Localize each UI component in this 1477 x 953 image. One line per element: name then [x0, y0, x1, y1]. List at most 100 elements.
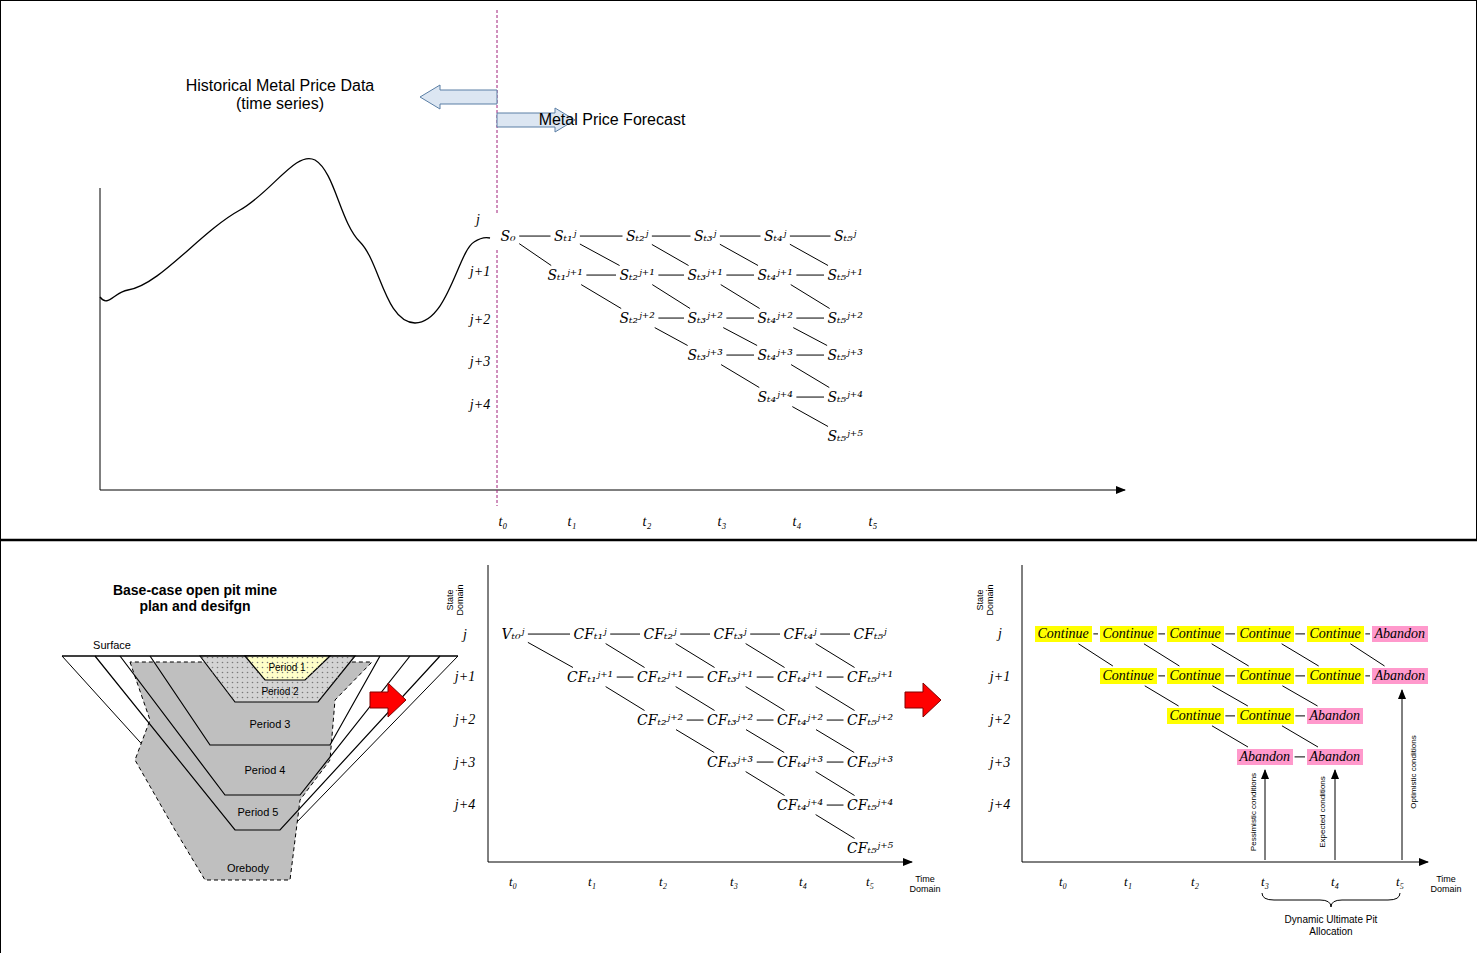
lattice-link [1282, 686, 1317, 706]
decision-box: Continue [1100, 626, 1157, 643]
lattice-link [791, 285, 830, 309]
decision-box: Continue [1237, 626, 1294, 643]
lattice-link [796, 275, 824, 276]
pit-shell [120, 656, 410, 795]
node-text: CFₜ₄ʲ⁺³ [777, 754, 823, 770]
pit-label: Period 5 [238, 806, 279, 819]
scenario-arrow [1335, 770, 1336, 860]
node-text: CFₜ₁ʲ⁺¹ [567, 669, 613, 685]
lattice-link [827, 762, 844, 763]
node-text: CFₜ₅ʲ⁺⁵ [847, 840, 893, 856]
decision-box: Abandon [1372, 668, 1429, 685]
node-text: Sₜ₁ʲ [554, 228, 576, 244]
state-label: j+1 [470, 264, 490, 280]
node-text: Abandon [1375, 668, 1426, 685]
scenario-label: Expected conditions [1318, 776, 1327, 848]
history-arrow [420, 85, 497, 109]
node-text: Sₜ₃ʲ⁺³ [688, 347, 723, 363]
node-text: Continue [1240, 626, 1291, 643]
node-text: Vₜ₀ʲ [502, 626, 525, 642]
lattice-link [580, 236, 623, 237]
lattice-link [726, 355, 754, 356]
node-text: CFₜ₁ʲ [574, 626, 607, 642]
pit-shell [245, 656, 330, 680]
lattice-link [610, 634, 640, 635]
cashflow-node: CFₜ₂ʲ⁺² [635, 712, 685, 728]
node-text: CFₜ₃ʲ⁺¹ [707, 669, 753, 685]
lattice-link [816, 772, 855, 796]
cashflow-node: CFₜ₄ʲ⁺¹ [775, 669, 825, 685]
price-history-curve [100, 158, 490, 323]
cashflow-node: CFₜ₁ʲ [572, 626, 609, 642]
bracket [1262, 893, 1400, 907]
state-label: j+4 [455, 797, 475, 813]
lattice-link [790, 236, 831, 237]
price-node: Sₜ₅ʲ [832, 228, 858, 244]
state-label: j [476, 212, 480, 228]
time-label: t₂ [643, 514, 652, 530]
pit-shell [200, 656, 355, 702]
state-label: j+3 [455, 755, 475, 771]
state-label: j [463, 627, 467, 643]
price-node: Sₜ₄ʲ [762, 228, 788, 244]
lattice-link [1365, 675, 1370, 676]
time-label: t₄ [1331, 875, 1339, 890]
pit-label: Period 3 [250, 718, 291, 731]
lattice-link [1225, 715, 1235, 716]
pit-label: Period 1 [268, 662, 305, 674]
cashflow-node: CFₜ₄ʲ⁺³ [775, 754, 825, 770]
lattice-link [1144, 644, 1179, 666]
node-text: CFₜ₂ʲ [644, 626, 677, 642]
lattice-link [580, 244, 620, 266]
node-text: CFₜ₄ʲ⁺⁴ [777, 797, 823, 813]
lattice-link [676, 730, 714, 753]
decision-box: Continue [1167, 626, 1224, 643]
node-text: Sₜ₅ʲ⁺⁴ [828, 389, 863, 405]
node-text: Sₜ₅ʲ⁺³ [828, 347, 863, 363]
cashflow-node: Vₜ₀ʲ [500, 626, 527, 642]
scenario-label: Optimistic conditions [1409, 735, 1418, 808]
lattice-link [655, 328, 688, 346]
node-text: Sₜ₅ʲ⁺² [828, 310, 863, 326]
node-text: CFₜ₅ʲ [854, 626, 887, 642]
state-label: j+1 [990, 669, 1010, 685]
node-text: Continue [1240, 668, 1291, 685]
lattice-link [1225, 675, 1235, 676]
time-label: t₁ [568, 514, 577, 530]
decision-box: Continue [1167, 668, 1224, 685]
time-label: t₃ [718, 514, 727, 530]
lattice-link [790, 244, 828, 265]
cashflow-node: CFₜ₅ʲ⁺⁴ [845, 797, 895, 813]
state-label: j+2 [455, 712, 475, 728]
lattice-link [726, 275, 754, 276]
time-label: t₄ [799, 875, 807, 890]
lattice-link [1212, 644, 1249, 666]
node-text: Abandon [1375, 626, 1426, 643]
node-text: Sₜ₄ʲ⁺³ [758, 347, 793, 363]
lattice-link [1295, 675, 1305, 676]
decision-box: Continue [1167, 708, 1224, 725]
decision-box: Continue [1237, 708, 1294, 725]
node-text: Sₜ₂ʲ⁺¹ [620, 267, 655, 283]
cashflow-node: CFₜ₄ʲ⁺⁴ [775, 797, 825, 813]
lattice-link [1282, 726, 1318, 747]
lattice-link [606, 644, 645, 668]
decision-box: Continue [1237, 668, 1294, 685]
axis-title: Metal Price Forecast [539, 111, 686, 129]
lattice-link [1093, 633, 1098, 634]
cashflow-node: CFₜ₂ʲ [642, 626, 679, 642]
decision-box: Abandon [1307, 749, 1364, 766]
lattice-link [723, 328, 757, 346]
present-marker [497, 250, 498, 506]
time-label: t₀ [499, 514, 508, 530]
price-node: Sₜ₂ʲ [624, 228, 650, 244]
price-node: Sₜ₃ʲ⁺² [686, 310, 725, 326]
decision-box: Continue [1035, 626, 1092, 643]
lattice-link [827, 805, 844, 806]
lattice-link [746, 772, 785, 796]
pit-shell-texture [245, 656, 330, 680]
node-text: CFₜ₅ʲ⁺³ [847, 754, 893, 770]
axis-title: Time Domain [905, 874, 945, 895]
node-text: Sₜ₂ʲ [626, 228, 648, 244]
time-label: t₃ [730, 875, 738, 890]
